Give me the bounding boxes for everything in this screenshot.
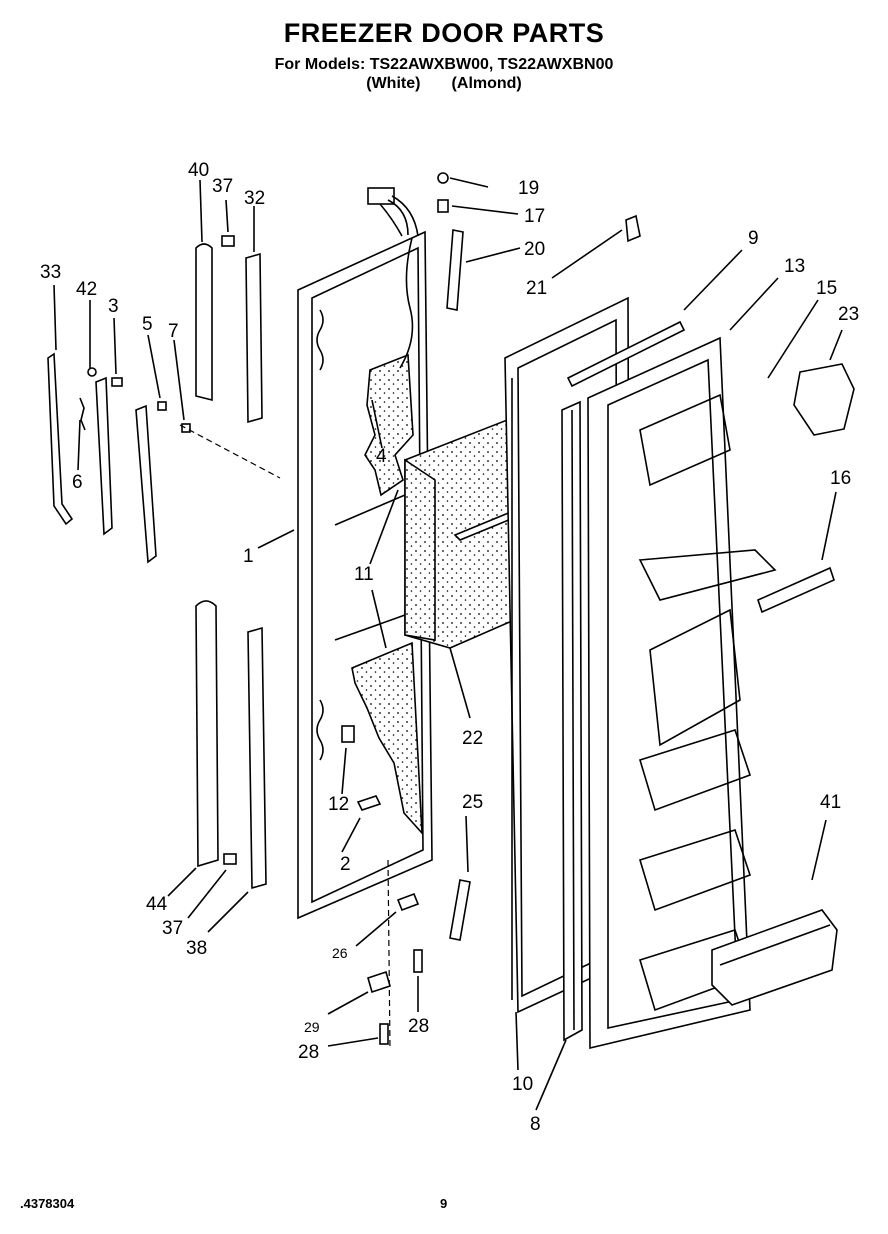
callout-29: 29 bbox=[304, 1019, 320, 1035]
callout-44: 44 bbox=[146, 894, 168, 915]
callout-3: 3 bbox=[108, 296, 119, 317]
bracket-12 bbox=[341, 725, 355, 743]
callout-17: 17 bbox=[524, 206, 545, 227]
callout-33: 33 bbox=[40, 262, 61, 283]
callout-6: 6 bbox=[72, 472, 83, 493]
callout-7: 7 bbox=[168, 321, 179, 342]
callout-2: 2 bbox=[340, 854, 351, 875]
callout-37-upper: 37 bbox=[212, 176, 233, 197]
callout-9: 9 bbox=[748, 228, 759, 249]
model-numbers: For Models: TS22AWXBW00, TS22AWXBN00 bbox=[274, 56, 614, 73]
callout-26: 26 bbox=[332, 945, 348, 961]
hinge-hardware bbox=[47, 352, 281, 564]
callout-19: 19 bbox=[518, 178, 539, 199]
callout-4: 4 bbox=[376, 446, 387, 467]
dispenser-chute bbox=[793, 363, 855, 436]
callout-21: 21 bbox=[526, 278, 547, 299]
callout-10: 10 bbox=[512, 1074, 533, 1095]
tube-25 bbox=[449, 879, 471, 941]
callout-37-lower: 37 bbox=[162, 918, 183, 939]
door-bin bbox=[711, 909, 838, 1006]
callout-20: 20 bbox=[524, 239, 545, 260]
callout-22: 22 bbox=[462, 728, 483, 749]
callout-15: 15 bbox=[816, 278, 837, 299]
wire-cap-21 bbox=[625, 214, 641, 243]
foam-insulation-upper bbox=[364, 353, 414, 497]
callout-41: 41 bbox=[820, 792, 841, 813]
callout-leaders bbox=[53, 177, 843, 1111]
callout-25: 25 bbox=[462, 792, 483, 813]
document-part-number: .4378304 bbox=[20, 1196, 75, 1211]
liner-strip-9 bbox=[566, 320, 686, 388]
tube-20 bbox=[446, 229, 464, 311]
door-liner bbox=[587, 336, 777, 1050]
callout-12: 12 bbox=[328, 794, 349, 815]
callout-23: 23 bbox=[838, 304, 859, 325]
callout-16: 16 bbox=[830, 468, 851, 489]
lower-hinge-parts bbox=[367, 859, 423, 1051]
callout-11-upper: 11 bbox=[354, 564, 374, 585]
callout-5: 5 bbox=[142, 314, 153, 335]
wiring-harness bbox=[367, 172, 449, 369]
trim-strips bbox=[195, 235, 267, 890]
callout-28-right: 28 bbox=[408, 1016, 429, 1037]
page-number: 9 bbox=[440, 1196, 448, 1211]
callout-1: 1 bbox=[243, 546, 254, 567]
callout-28-left: 28 bbox=[298, 1042, 319, 1063]
callout-8: 8 bbox=[530, 1114, 541, 1135]
bracket-2 bbox=[356, 795, 382, 811]
callout-42: 42 bbox=[76, 279, 97, 300]
callout-32: 32 bbox=[244, 188, 265, 209]
callout-38: 38 bbox=[186, 938, 207, 959]
trim-16 bbox=[757, 566, 835, 614]
foam-insulation-lower bbox=[351, 641, 423, 836]
callout-13: 13 bbox=[784, 256, 805, 277]
page-title: FREEZER DOOR PARTS bbox=[283, 18, 605, 48]
model-colors: (White) (Almond) bbox=[366, 75, 522, 92]
callout-40: 40 bbox=[188, 160, 209, 181]
breaker-strip bbox=[561, 400, 583, 1042]
